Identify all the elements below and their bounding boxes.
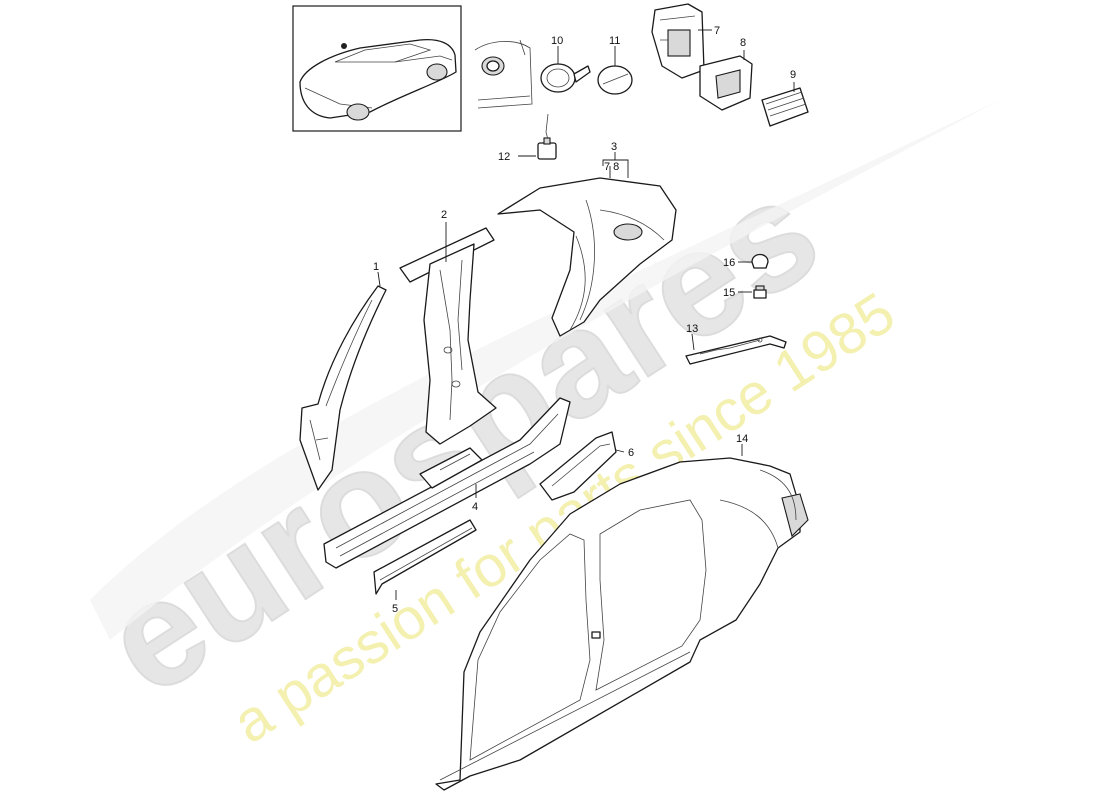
fuel-filler-area [474, 39, 533, 109]
part-5-sill-lower [373, 519, 477, 595]
car-thumbnail [299, 38, 457, 121]
callout-14: 14 [736, 433, 748, 445]
part-1-a-pillar [299, 285, 387, 491]
callout-11: 11 [609, 35, 620, 47]
part-12-actuator [537, 113, 557, 160]
part-10-filler-housing [540, 63, 591, 93]
car-overview-inset [292, 5, 462, 132]
callout-3-sub: 7 8 [604, 161, 619, 173]
part-3-rear-quarter-inner [497, 177, 677, 337]
part-14-side-panel [435, 457, 809, 791]
callout-12: 12 [498, 151, 510, 163]
callout-13: 13 [686, 323, 698, 335]
callout-labels: 1 2 3 7 8 4 5 6 7 8 9 10 11 12 13 14 15 … [373, 25, 796, 615]
callout-5: 5 [392, 603, 398, 615]
callout-10: 10 [551, 35, 563, 47]
callout-1: 1 [373, 261, 379, 273]
callout-8: 8 [740, 37, 746, 49]
callout-6: 6 [628, 447, 634, 459]
part-16-clip [751, 253, 769, 269]
leader-lines [377, 29, 795, 600]
part-2-b-pillar [399, 227, 497, 445]
part-7-inner-bracket [651, 3, 705, 79]
part-6-rear-sill [539, 431, 617, 501]
part-15-bolt [753, 285, 767, 299]
callout-15: 15 [723, 287, 735, 299]
callout-2: 2 [441, 209, 447, 221]
callout-9: 9 [790, 69, 796, 81]
part-13-brace [685, 335, 787, 365]
part-9-cover [761, 87, 809, 127]
callout-7: 7 [714, 25, 720, 37]
callout-4: 4 [472, 501, 478, 513]
part-4-sill [323, 397, 571, 569]
part-8-reinforcement [699, 55, 753, 111]
part-11-fuel-flap [597, 65, 633, 95]
filler-panel-context [474, 41, 533, 109]
callout-16: 16 [723, 257, 735, 269]
callout-3: 3 [611, 141, 617, 153]
